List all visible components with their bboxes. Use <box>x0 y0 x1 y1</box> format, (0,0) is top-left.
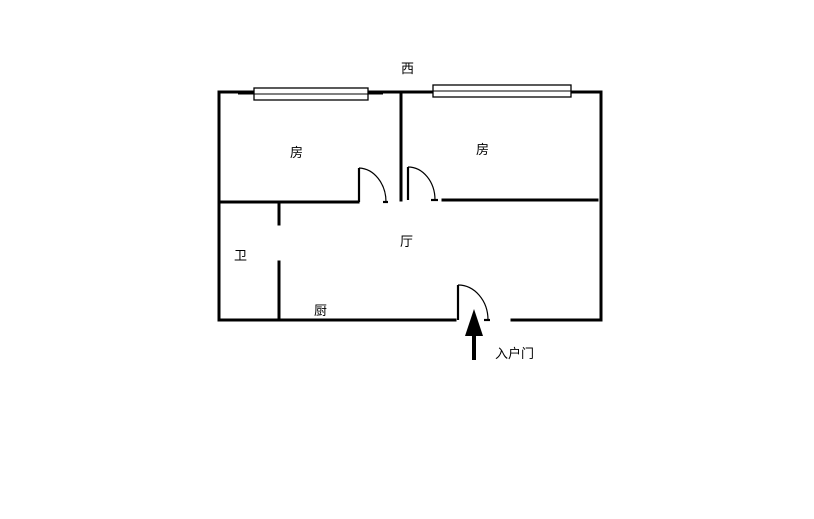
door-bedroom-right <box>406 166 438 202</box>
room-label-bedroom-left: 房 <box>290 145 303 161</box>
direction-label: 西 <box>401 62 414 77</box>
door-entrance <box>456 284 490 322</box>
room-label-kitchen: 厨 <box>314 304 327 319</box>
interior-walls <box>217 90 599 320</box>
room-label-bathroom: 卫 <box>234 249 247 264</box>
exterior-walls <box>217 90 603 322</box>
door-bedroom-left <box>357 167 388 204</box>
entrance-arrow-icon <box>465 309 483 360</box>
room-label-bedroom-right: 房 <box>476 142 489 158</box>
window-left <box>238 87 383 101</box>
room-label-living-room: 厅 <box>400 235 413 250</box>
entrance-label: 入户门 <box>495 346 534 362</box>
window-right <box>417 84 587 98</box>
